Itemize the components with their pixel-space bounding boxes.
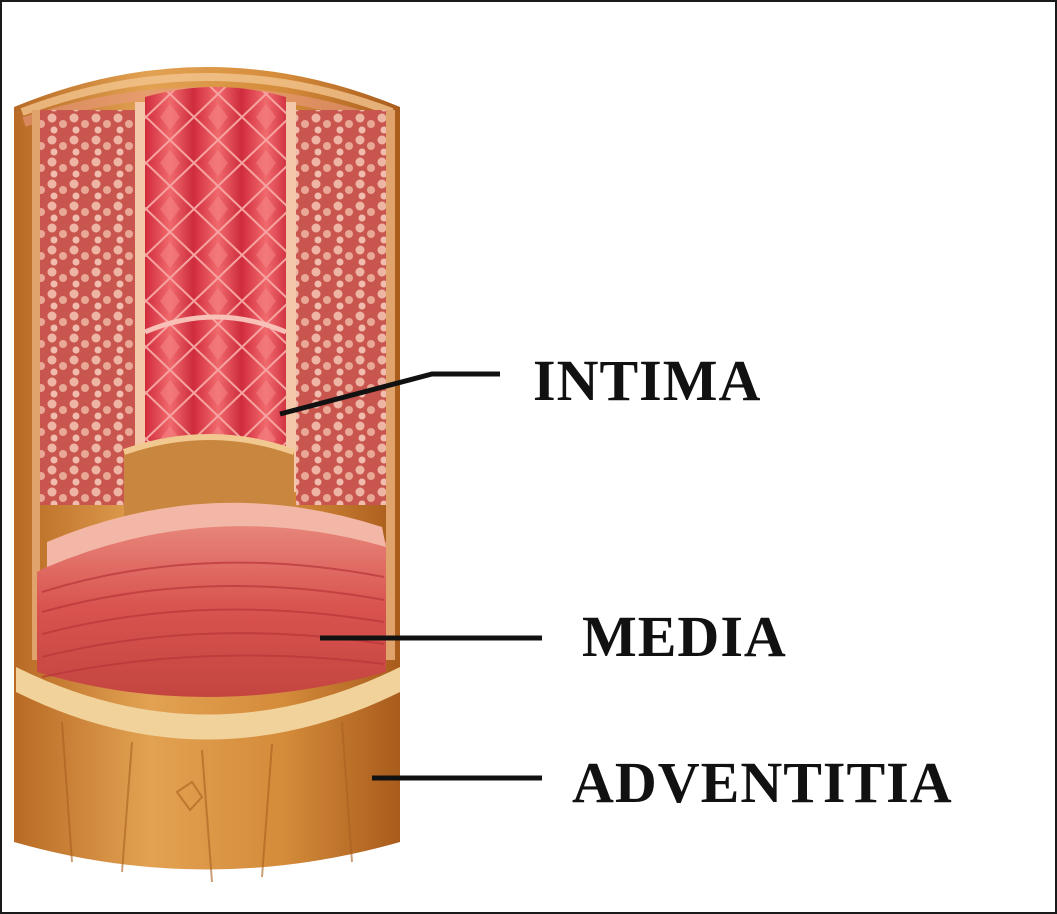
- adventitia-label: ADVENTITIA: [572, 754, 953, 812]
- media-cut-face-right: [296, 110, 386, 505]
- media-label: MEDIA: [582, 608, 787, 666]
- intima-label: INTIMA: [533, 352, 761, 410]
- intima-layer: [145, 87, 286, 462]
- media-cut-face-left: [40, 110, 135, 505]
